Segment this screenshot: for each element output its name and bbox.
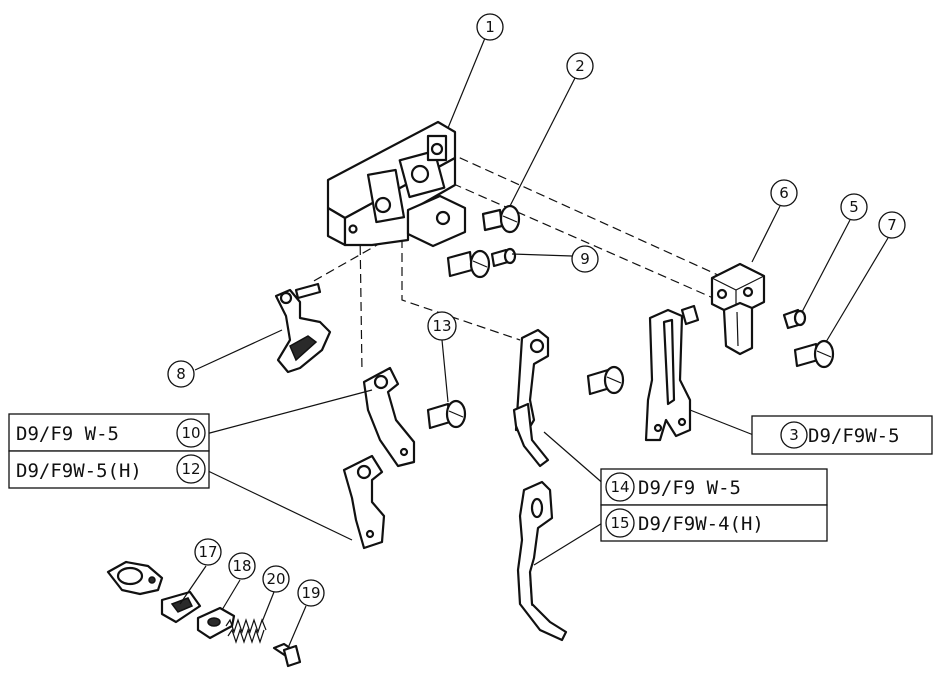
- callout-number: 17: [198, 543, 217, 561]
- screw-part-9: [446, 247, 517, 279]
- callout-number: 20: [266, 570, 285, 588]
- screw-part-2: [481, 204, 521, 234]
- callout-6: 6: [770, 179, 798, 207]
- callout-9: 9: [571, 245, 599, 273]
- callout-number: 15: [610, 514, 629, 532]
- pin-part-19: [272, 642, 302, 668]
- spring-part-20: [225, 618, 267, 644]
- callout-2: 2: [566, 52, 594, 80]
- callout-number: 18: [232, 557, 251, 575]
- part-label-15: D9/F9W-4(H): [638, 513, 764, 535]
- callout-number: 9: [580, 250, 590, 268]
- callout-number: 7: [887, 216, 897, 234]
- part-label-14: D9/F9 W-5: [638, 477, 741, 499]
- callout-14: 14: [605, 472, 635, 502]
- callout-5: 5: [840, 193, 868, 221]
- presser-foot-part-3: [644, 304, 700, 442]
- callout-3: 3: [780, 421, 808, 449]
- callout-number: 2: [575, 57, 585, 75]
- screw-part-13: [426, 399, 467, 430]
- leader-lines: [179, 37, 889, 649]
- label-box-12: D9/F9W-5(H): [8, 450, 210, 489]
- callout-number: 13: [432, 317, 451, 335]
- callout-number: 12: [181, 460, 200, 478]
- callout-1: 1: [476, 13, 504, 41]
- arm-part-14: [512, 328, 550, 468]
- callout-12: 12: [176, 454, 206, 484]
- callout-15: 15: [605, 508, 635, 538]
- callout-number: 10: [181, 424, 200, 442]
- screw-part-5: [782, 308, 807, 330]
- callout-19: 19: [297, 579, 325, 607]
- callout-13: 13: [427, 311, 457, 341]
- callout-7: 7: [878, 211, 906, 239]
- part-label-10: D9/F9 W-5: [16, 423, 119, 445]
- callout-number: 5: [849, 198, 859, 216]
- plate-part-18: [196, 606, 236, 640]
- label-box-15: D9/F9W-4(H): [600, 504, 828, 542]
- callout-number: 3: [789, 426, 799, 444]
- callout-number: 8: [176, 365, 186, 383]
- callout-17: 17: [194, 538, 222, 566]
- callout-number: 14: [610, 478, 629, 496]
- label-box-10: D9/F9 W-5: [8, 413, 210, 452]
- callout-10: 10: [176, 418, 206, 448]
- callout-number: 1: [485, 18, 495, 36]
- guide-part-12: [342, 454, 386, 550]
- callout-20: 20: [262, 565, 290, 593]
- callout-8: 8: [167, 360, 195, 388]
- arm-part-15: [516, 480, 568, 642]
- label-box-3: D9/F9W-5: [751, 415, 933, 455]
- bracket-part-1: [326, 120, 467, 248]
- callout-number: 19: [301, 584, 320, 602]
- block-part-6: [710, 262, 766, 356]
- guide-part-10: [362, 366, 416, 468]
- part-label-12: D9/F9W-5(H): [16, 460, 142, 482]
- screw-part-14: [586, 365, 625, 396]
- lever-part-8: [274, 282, 332, 374]
- screw-part-7: [793, 339, 835, 369]
- callout-number: 6: [779, 184, 789, 202]
- clamp-part-17: [106, 560, 202, 624]
- part-label-3: D9/F9W-5: [808, 425, 900, 447]
- label-box-14: D9/F9 W-5: [600, 468, 828, 506]
- callout-18: 18: [228, 552, 256, 580]
